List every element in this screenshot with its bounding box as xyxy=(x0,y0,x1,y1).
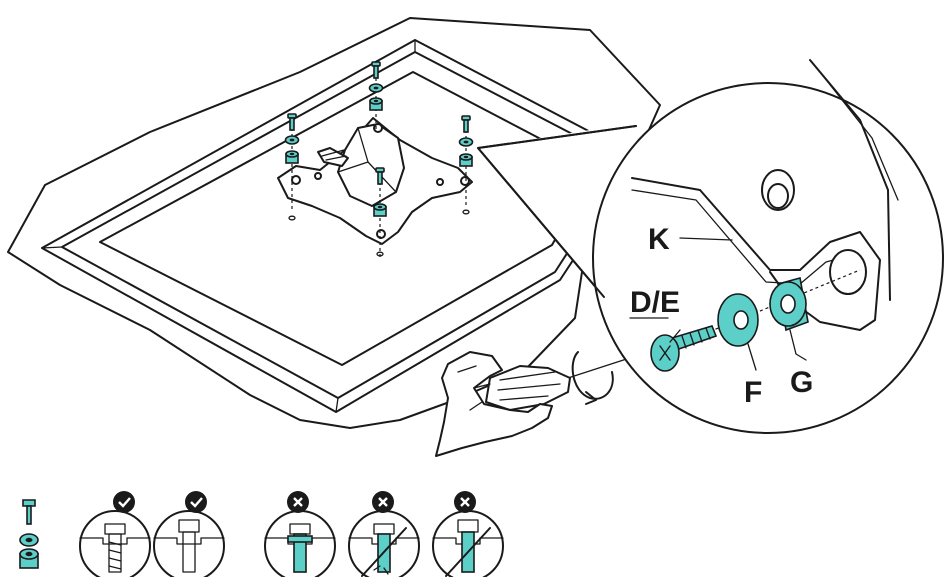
label-bracket: K xyxy=(648,223,670,256)
detail-post xyxy=(761,169,795,211)
rotate-arrow-icon xyxy=(571,351,614,400)
cross-icon xyxy=(287,491,309,513)
detail-screw xyxy=(650,325,718,372)
cross-icon xyxy=(372,491,394,513)
check-ok-2 xyxy=(153,510,225,577)
detail-washer xyxy=(717,293,759,347)
label-screw: D/E xyxy=(630,286,680,319)
hand-with-screwdriver xyxy=(435,351,649,457)
zoom-detail-callout: K D/E F G xyxy=(477,59,944,434)
vesa-mount-plate xyxy=(277,117,473,245)
zoom-circle xyxy=(592,82,944,434)
checkmark-icon xyxy=(185,491,207,513)
detail-bracket xyxy=(631,177,881,331)
check-error-2 xyxy=(348,510,420,577)
label-spacer: G xyxy=(790,366,813,399)
monitor-inner-frame xyxy=(61,51,627,399)
installation-checks xyxy=(79,491,504,577)
hand xyxy=(435,351,553,457)
mount-hardware-exploded xyxy=(284,61,474,258)
checkmark-icon xyxy=(113,491,135,513)
check-ok-1 xyxy=(79,510,151,577)
cross-icon xyxy=(454,491,476,513)
label-washer: F xyxy=(744,376,762,409)
check-error-3 xyxy=(432,510,504,577)
detail-hole xyxy=(829,249,867,295)
check-error-1 xyxy=(264,510,336,577)
detail-spacer xyxy=(769,276,809,332)
hardware-kit-icon xyxy=(19,499,39,569)
